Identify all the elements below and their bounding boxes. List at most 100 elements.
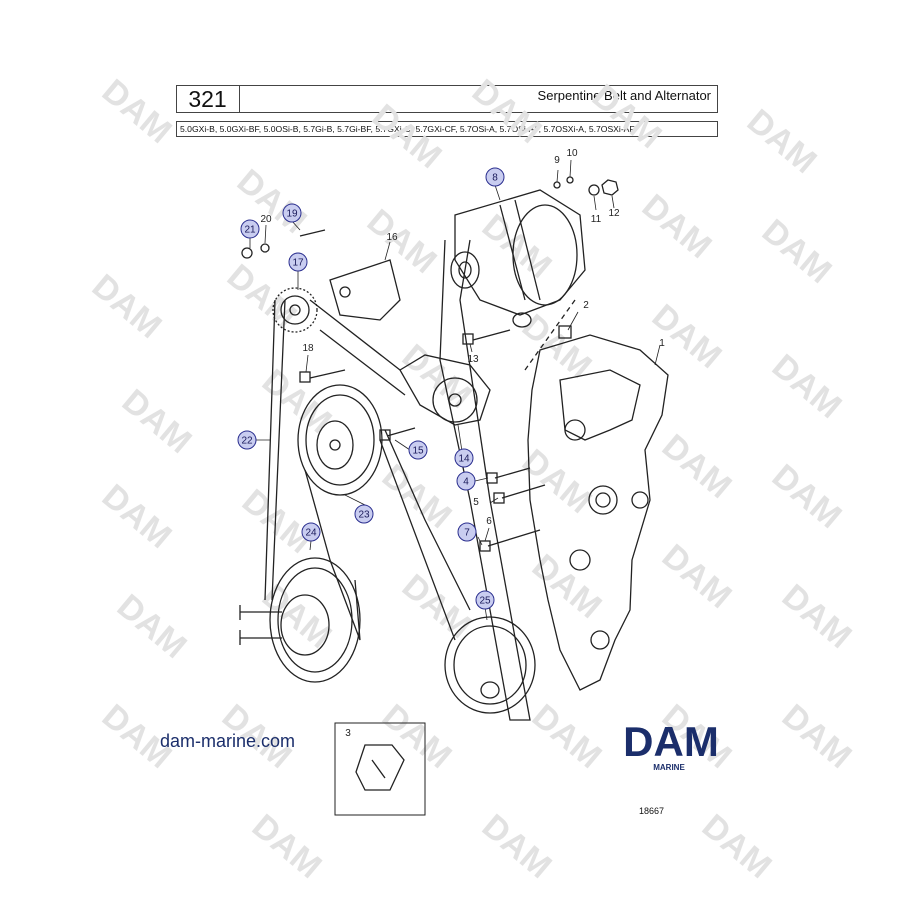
watermark-text: DAM	[775, 697, 859, 776]
belt-23	[304, 429, 471, 641]
washer-11	[588, 184, 600, 196]
callout-circle	[282, 203, 302, 223]
watermark-text: DAM	[635, 187, 719, 266]
alternator-rib	[499, 204, 526, 301]
belt-23-edge	[379, 439, 456, 641]
lower-pulley-groove	[453, 625, 527, 705]
crank-bolt	[329, 439, 341, 451]
water-pump-body	[280, 594, 330, 656]
idler-hub	[289, 304, 301, 316]
watermark-text: DAM	[695, 807, 779, 886]
water-pump-pulley	[269, 557, 361, 683]
idler-bracket-hole	[339, 286, 351, 298]
watermark-text: DAM	[585, 77, 669, 156]
crank-pulley-hub	[316, 420, 354, 470]
callout-13: 13	[467, 354, 479, 365]
alternator-mount-ear	[512, 312, 532, 328]
callout-20: 20	[260, 214, 272, 225]
callout-5: 5	[473, 497, 479, 508]
dam-marine-logo: DAM MARINE	[604, 718, 738, 783]
lower-pulley	[444, 616, 536, 714]
callout-9: 9	[554, 155, 560, 166]
callout-3: 3	[345, 728, 351, 739]
callout-10: 10	[566, 148, 578, 159]
callout-circle	[237, 430, 257, 450]
logo-subtext: MARINE	[653, 763, 685, 772]
watermark-text: DAM	[525, 697, 609, 776]
belt-22	[264, 299, 286, 601]
callout-12: 12	[608, 208, 620, 219]
callout-15: 15	[408, 440, 428, 460]
part-9	[553, 181, 561, 189]
page-number: 321	[176, 85, 240, 113]
callout-label: 23	[358, 510, 370, 521]
idler-pulley-inner	[280, 295, 310, 325]
header-box: Serpentine Belt and Alternator	[176, 85, 718, 113]
bracket-hole	[564, 419, 586, 441]
belt-tensioner	[399, 354, 491, 426]
drawing-number: 18667	[639, 806, 665, 816]
watermark-text: DAM	[95, 72, 179, 151]
callout-23: 23	[354, 504, 374, 524]
watermark-text: DAM	[765, 347, 849, 426]
bolt-head-18	[299, 371, 311, 383]
page-title: Serpentine Belt and Alternator	[537, 88, 711, 103]
idler-bracket	[329, 259, 401, 321]
callout-label: 14	[458, 454, 470, 465]
callout-4: 4	[456, 471, 476, 491]
callout-6: 6	[486, 516, 492, 527]
tensioner-pulley	[432, 377, 478, 423]
crank-pulley-groove	[305, 394, 375, 486]
callout-circle	[301, 522, 321, 542]
callout-19: 19	[282, 203, 302, 223]
bolts	[299, 229, 546, 547]
lower-pulley-hub	[480, 681, 500, 699]
callout-label: 4	[463, 477, 469, 488]
mounting-bracket	[527, 334, 669, 691]
watermark-text: DAM	[245, 807, 329, 886]
callout-17: 17	[288, 252, 308, 272]
idler-pulley	[272, 287, 318, 333]
callout-label: 21	[244, 225, 256, 236]
callout-8: 8	[485, 167, 505, 187]
watermark-text: DAM	[395, 337, 479, 416]
bracket-hole	[569, 549, 591, 571]
watermark-text: DAM	[765, 457, 849, 536]
callout-1: 1	[659, 338, 665, 349]
watermark-text: DAM	[515, 442, 599, 521]
watermark-text: DAM	[85, 267, 169, 346]
callout-11: 11	[591, 214, 602, 225]
callout-circle	[485, 167, 505, 187]
bracket-hole	[631, 491, 649, 509]
logo-text: DAM	[623, 722, 719, 765]
watermark-text: DAM	[645, 297, 729, 376]
callout-label: 24	[305, 528, 317, 539]
callout-circle	[288, 252, 308, 272]
logo-graphic: DAM MARINE	[623, 718, 719, 772]
callout-22: 22	[237, 430, 257, 450]
bracket-hole	[590, 630, 610, 650]
callout-21: 21	[240, 219, 260, 239]
callout-layer: 8192117221514234724259101112201621181356…	[237, 148, 665, 739]
alternator-pulley-hub	[458, 261, 472, 279]
callout-14: 14	[454, 448, 474, 468]
part-10	[566, 176, 574, 184]
callout-label: 7	[464, 528, 470, 539]
watermark-text: DAM	[110, 587, 194, 666]
callout-circle	[240, 219, 260, 239]
water-pump-nozzles	[239, 605, 282, 645]
bolt-head-5	[493, 492, 505, 504]
bolt-head-13	[462, 333, 474, 345]
watermark-text: DAM	[775, 577, 859, 656]
callout-label: 22	[241, 436, 253, 447]
watermark-text: DAM	[655, 427, 739, 506]
callout-label: 25	[479, 596, 491, 607]
website-url: dam-marine.com	[160, 731, 296, 751]
callout-25: 25	[475, 590, 495, 610]
callout-circle	[454, 448, 474, 468]
watermark-text: DAM	[360, 202, 444, 281]
model-list: 5.0GXi-B, 5.0GXi-BF, 5.0OSi-B, 5.7Gi-B, …	[176, 121, 718, 137]
nut-21	[241, 247, 253, 259]
watermark-text: DAM	[655, 537, 739, 616]
